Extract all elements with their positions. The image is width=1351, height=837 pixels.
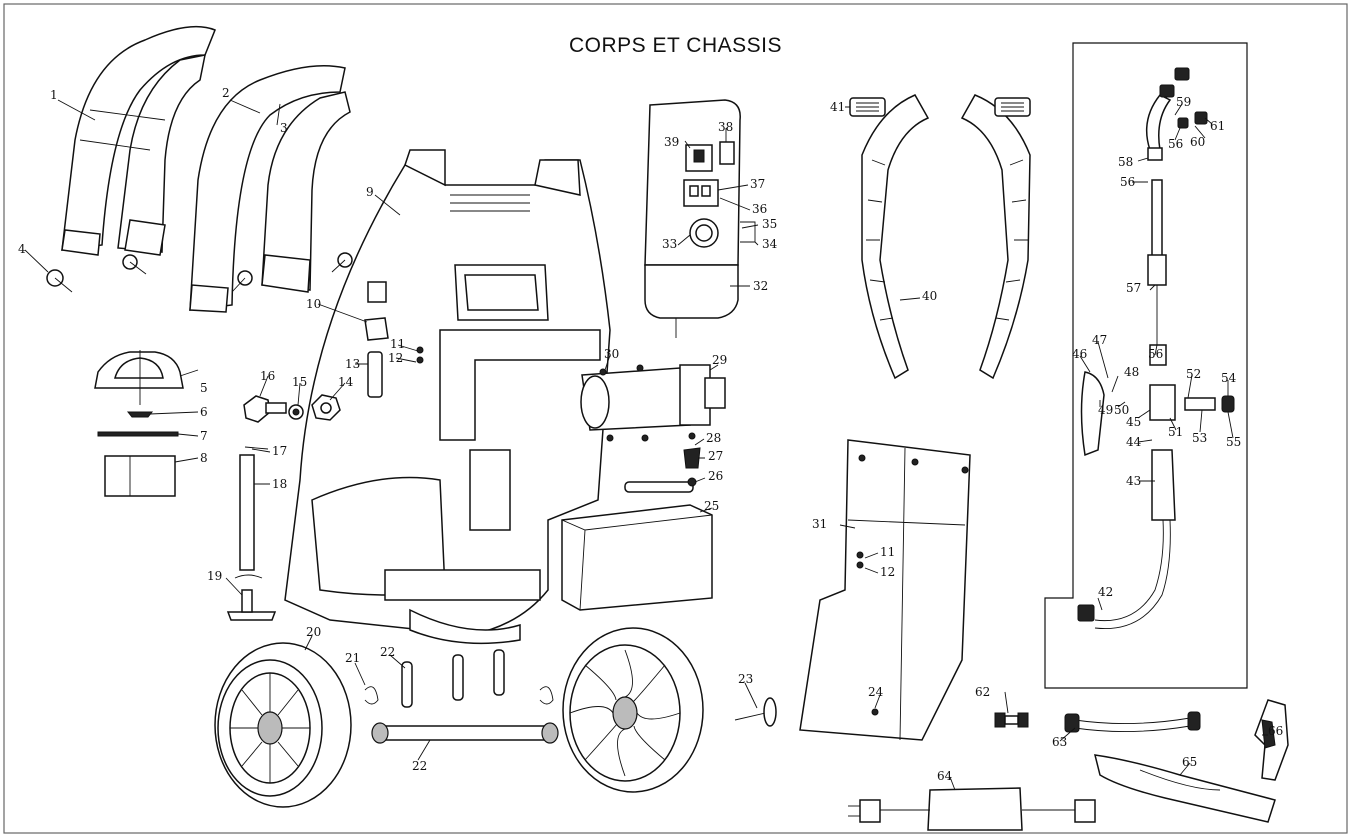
- callout-15: 15: [292, 375, 307, 389]
- callout-23: 23: [738, 672, 753, 686]
- callout-9: 9: [366, 185, 374, 199]
- tank-cap-assembly: [94, 350, 184, 497]
- wheel-right-20: [562, 627, 704, 793]
- hose-cover-40-left: [849, 94, 930, 380]
- callout-3: 3: [280, 121, 288, 135]
- callout-56b: 56: [1120, 175, 1135, 189]
- callout-55: 55: [1226, 435, 1241, 449]
- callout-6: 6: [200, 405, 208, 419]
- callout-61: 61: [1210, 119, 1225, 133]
- callout-12a: 12: [388, 351, 403, 365]
- diagram-title: CORPS ET CHASSIS: [569, 34, 782, 57]
- callout-56a: 56: [1148, 347, 1163, 361]
- callout-29: 29: [712, 353, 727, 367]
- axle-assembly: [364, 649, 777, 744]
- callout-45: 45: [1126, 415, 1141, 429]
- callout-21: 21: [345, 651, 360, 665]
- small-parts-left: [226, 281, 424, 621]
- callout-41: 41: [830, 100, 845, 114]
- battery-25: [561, 504, 713, 611]
- callout-65: 65: [1182, 755, 1197, 769]
- callout-62: 62: [975, 685, 990, 699]
- callout-36: 36: [752, 202, 767, 216]
- callout-20: 20: [306, 625, 321, 639]
- rear-panel-31: [799, 439, 971, 741]
- callout-58: 58: [1118, 155, 1133, 169]
- callout-66: 66: [1268, 724, 1283, 738]
- accessory-inset-box: [1044, 42, 1248, 689]
- callout-1: 1: [50, 88, 58, 102]
- handle-frame-2: [189, 64, 351, 313]
- knob-screws: [46, 252, 353, 293]
- page-border: [3, 3, 1348, 834]
- callout-4: 4: [18, 242, 26, 256]
- callout-10: 10: [306, 297, 321, 311]
- callout-49: 49: [1098, 403, 1113, 417]
- handle-frame-1: [61, 25, 216, 256]
- callout-22b: 22: [412, 759, 427, 773]
- callout-63: 63: [1052, 735, 1067, 749]
- callout-16: 16: [260, 369, 275, 383]
- callout-60: 60: [1190, 135, 1205, 149]
- callout-19: 19: [207, 569, 222, 583]
- callout-44: 44: [1126, 435, 1142, 449]
- callout-50: 50: [1114, 403, 1129, 417]
- callout-51: 51: [1168, 425, 1183, 439]
- callout-2: 2: [222, 86, 230, 100]
- callout-37: 37: [750, 177, 765, 191]
- callout-47: 47: [1092, 333, 1107, 347]
- callout-54: 54: [1221, 371, 1237, 385]
- callout-59: 59: [1176, 95, 1191, 109]
- accessories-bottom-right: [848, 699, 1289, 831]
- callout-39: 39: [664, 135, 679, 149]
- callout-26: 26: [708, 469, 723, 483]
- callout-11a: 11: [390, 337, 405, 351]
- callout-labels: 1 2 3 4 5 6 7 8 9 10 11 12 13 14 15 16 1…: [18, 86, 1283, 783]
- callout-40: 40: [922, 289, 937, 303]
- callout-34: 34: [762, 237, 778, 251]
- callout-8: 8: [200, 451, 208, 465]
- callout-32: 32: [753, 279, 768, 293]
- pump-29: [580, 364, 726, 493]
- callout-14: 14: [338, 375, 354, 389]
- callout-13: 13: [345, 357, 360, 371]
- callout-57: 57: [1126, 281, 1141, 295]
- hose-cover-40-right: [960, 94, 1031, 380]
- callout-7: 7: [200, 429, 208, 443]
- wheel-left-20: [214, 642, 352, 808]
- callout-48: 48: [1124, 365, 1139, 379]
- callout-25: 25: [704, 499, 719, 513]
- callout-11b: 11: [880, 545, 895, 559]
- callout-43: 43: [1126, 474, 1141, 488]
- callout-24: 24: [868, 685, 884, 699]
- callout-53: 53: [1192, 431, 1207, 445]
- control-panel-32: [644, 99, 756, 338]
- callout-38: 38: [718, 120, 733, 134]
- callout-31: 31: [812, 517, 827, 531]
- callout-46: 46: [1072, 347, 1087, 361]
- callout-64: 64: [937, 769, 953, 783]
- callout-30: 30: [604, 347, 619, 361]
- callout-33: 33: [662, 237, 677, 251]
- callout-42: 42: [1098, 585, 1113, 599]
- callout-18: 18: [272, 477, 287, 491]
- callout-5: 5: [200, 381, 208, 395]
- callout-12b: 12: [880, 565, 895, 579]
- main-body-9: [284, 149, 611, 645]
- callout-28: 28: [706, 431, 721, 445]
- callout-22a: 22: [380, 645, 395, 659]
- callout-35: 35: [762, 217, 777, 231]
- callout-52: 52: [1186, 367, 1201, 381]
- callout-17: 17: [272, 444, 287, 458]
- leader-lines: [24, 99, 1268, 791]
- callout-56c: 56: [1168, 137, 1183, 151]
- callout-27: 27: [708, 449, 723, 463]
